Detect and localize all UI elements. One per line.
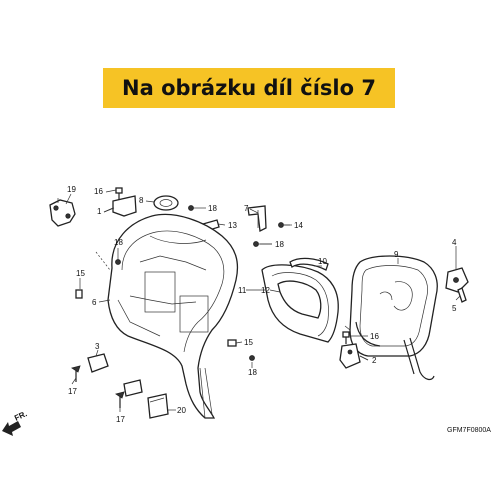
part-16-bolt-top [115, 187, 123, 200]
part-number-banner: Na obrázku díl číslo 7 [103, 68, 395, 108]
callout-17-left: 17 [68, 387, 77, 396]
callout-18-mid: 18 [275, 240, 284, 249]
part-2-latch [339, 343, 369, 369]
direction-label: FR. [13, 409, 28, 423]
part-18-clip-bottom [249, 355, 255, 361]
part-17-screw-b [115, 391, 125, 408]
callout-19: 19 [67, 185, 76, 194]
callout-11: 11 [238, 286, 247, 295]
part-20-bracket [147, 393, 169, 419]
part-3-pad-lower [123, 379, 143, 397]
callout-1: 1 [97, 207, 102, 216]
callout-13: 13 [228, 221, 237, 230]
part-9-lid [343, 255, 438, 381]
part-15-clip-left [75, 289, 83, 299]
part-3-pad [87, 353, 109, 373]
part-17-screw-a [71, 365, 81, 382]
part-4-lock [445, 267, 469, 293]
callout-12: 12 [261, 286, 270, 295]
callout-10: 10 [318, 257, 327, 266]
part-16-bolt-right [342, 331, 350, 344]
callout-15-right: 15 [244, 338, 253, 347]
callout-18-left: 18 [114, 238, 123, 247]
part-1-bracket [103, 195, 137, 217]
callout-3: 3 [95, 342, 100, 351]
leader-lines [65, 189, 461, 412]
callout-18-bottom: 18 [248, 368, 257, 377]
callout-18-top: 18 [208, 204, 217, 213]
callout-5: 5 [452, 304, 457, 313]
callout-16-top: 16 [94, 187, 103, 196]
callout-16-right: 16 [370, 332, 379, 341]
part-8-grommet [153, 195, 179, 211]
callout-17-bottom: 17 [116, 415, 125, 424]
part-7-bracket [247, 205, 267, 232]
callout-6: 6 [92, 298, 97, 307]
part-19-bracket [49, 198, 76, 227]
part-15-clip-right [227, 339, 237, 347]
callout-9: 9 [394, 250, 399, 259]
part-10-strip [289, 257, 329, 271]
banner-text: Na obrázku díl číslo 7 [122, 76, 376, 100]
drawing-code: GFM7F0800A [447, 427, 491, 434]
part-5-key [457, 287, 467, 303]
part-18-clip-top [188, 205, 198, 211]
part-12-seal [277, 280, 322, 319]
callouts: 19 16 1 8 18 7 13 14 18 18 15 6 10 11 12… [67, 185, 457, 424]
callout-4: 4 [452, 238, 457, 247]
callout-2: 2 [372, 356, 377, 365]
callout-8: 8 [139, 196, 144, 205]
front-direction-arrow: FR. [2, 409, 29, 436]
callout-7: 7 [244, 204, 249, 213]
part-6-inner-cover [107, 213, 239, 419]
callout-14: 14 [294, 221, 303, 230]
callout-15-left: 15 [76, 269, 85, 278]
part-18-clip-left [115, 259, 121, 265]
callout-20: 20 [177, 406, 186, 415]
